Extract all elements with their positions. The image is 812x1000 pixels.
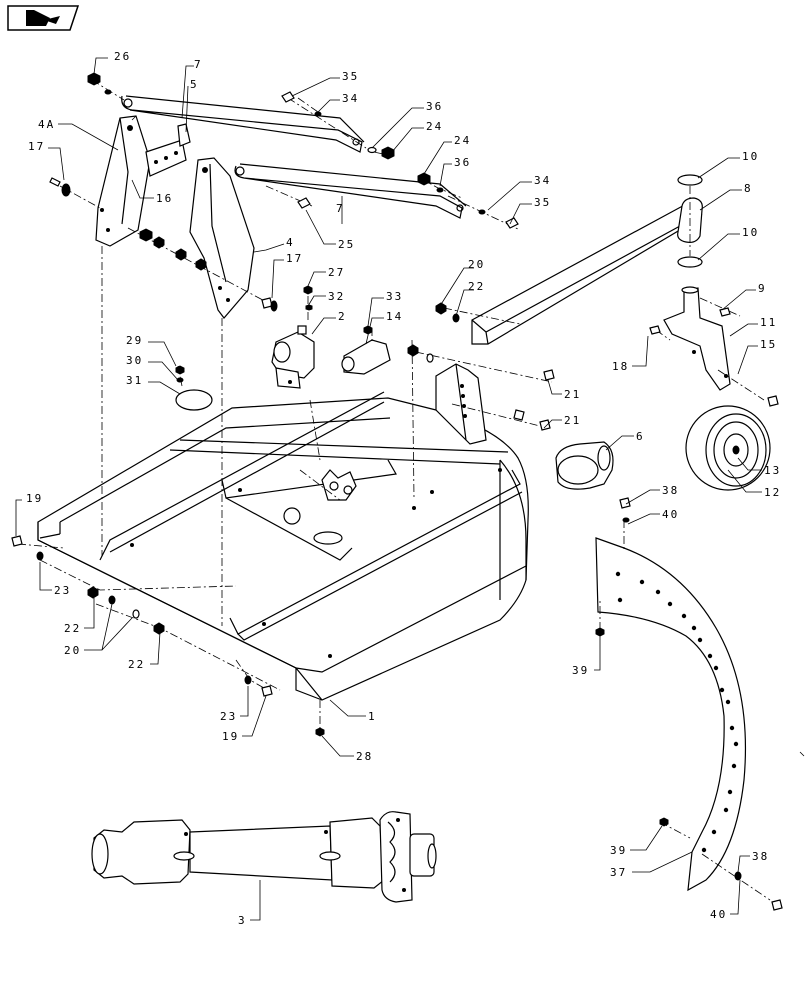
callout-40-upper: 40 — [662, 508, 679, 521]
tire-part-12 — [685, 405, 771, 491]
callout-20-upper: 20 — [468, 258, 485, 271]
page-nav-icon[interactable] — [7, 5, 80, 31]
callout-23-left: 23 — [54, 584, 71, 597]
callout-20-left: 20 — [64, 644, 81, 657]
callout-5: 5 — [190, 78, 199, 91]
callout-33: 33 — [386, 290, 403, 303]
callout-4: 4 — [286, 236, 295, 249]
callout-39-lower: 39 — [610, 844, 627, 857]
a-frame-right-part-4 — [189, 157, 255, 319]
callout-29: 29 — [126, 334, 143, 347]
deck-part-1 — [37, 363, 529, 701]
skid-shoe-part-37 — [595, 537, 747, 892]
callout-7-upper: 7 — [194, 58, 203, 71]
lower-brace-part-7 — [234, 163, 467, 219]
callout-21-lower: 21 — [564, 414, 581, 427]
wheel-yoke-part-11 — [663, 286, 731, 391]
callout-38-lower: 38 — [752, 850, 769, 863]
callout-labels: 26 7 5 35 34 36 24 24 36 4A 17 16 7 25 4… — [26, 50, 781, 927]
callout-16: 16 — [156, 192, 173, 205]
callout-36-upper: 36 — [426, 100, 443, 113]
callout-27: 27 — [328, 266, 345, 279]
callout-13: 13 — [764, 464, 781, 477]
callout-17-left: 17 — [28, 140, 45, 153]
edge-mark — [799, 751, 805, 757]
callout-35-lower: 35 — [534, 196, 551, 209]
callout-30: 30 — [126, 354, 143, 367]
callout-22-middle: 22 — [128, 658, 145, 671]
callout-34-upper: 34 — [342, 92, 359, 105]
leader-lines — [15, 57, 762, 921]
callout-10-upper: 10 — [742, 150, 759, 163]
callout-36-lower: 36 — [454, 156, 471, 169]
callout-15: 15 — [760, 338, 777, 351]
callout-19-left: 19 — [26, 492, 43, 505]
hardware-fasteners — [11, 72, 783, 911]
callout-2: 2 — [338, 310, 347, 323]
callout-40-lower: 40 — [710, 908, 727, 921]
callout-25: 25 — [338, 238, 355, 251]
callout-28: 28 — [356, 750, 373, 763]
callout-22-upper: 22 — [468, 280, 485, 293]
callout-35-upper: 35 — [342, 70, 359, 83]
a-frame-left-part-4A — [95, 115, 151, 247]
callout-11: 11 — [760, 316, 777, 329]
callout-3: 3 — [238, 914, 247, 927]
callout-12: 12 — [764, 486, 781, 499]
callout-17-right: 17 — [286, 252, 303, 265]
callout-4A: 4A — [38, 118, 55, 131]
callout-31: 31 — [126, 374, 143, 387]
callout-10-lower: 10 — [742, 226, 759, 239]
cover-plate-part-31 — [175, 389, 213, 411]
callout-9: 9 — [758, 282, 767, 295]
callout-14: 14 — [386, 310, 403, 323]
callout-1: 1 — [368, 710, 377, 723]
callout-21-upper: 21 — [564, 388, 581, 401]
callout-32: 32 — [328, 290, 345, 303]
clevis-plate-part-16 — [145, 123, 191, 177]
callout-18: 18 — [612, 360, 629, 373]
upper-brace-part-7 — [121, 95, 365, 153]
skid-shoe-holes — [615, 571, 739, 853]
callout-23-lower: 23 — [220, 710, 237, 723]
callout-6: 6 — [636, 430, 645, 443]
callout-7-lower: 7 — [336, 202, 345, 215]
callout-34-lower: 34 — [534, 174, 551, 187]
callout-26: 26 — [114, 50, 131, 63]
callout-39-upper: 39 — [572, 664, 589, 677]
gearbox-guard-part-14 — [341, 339, 391, 375]
spindle-housing-part-6 — [555, 441, 614, 490]
callout-19-lower: 19 — [222, 730, 239, 743]
callout-24-a: 24 — [426, 120, 443, 133]
callout-24-b: 24 — [454, 134, 471, 147]
driveline-part-3 — [91, 811, 437, 903]
callout-38-upper: 38 — [662, 484, 679, 497]
callout-8: 8 — [744, 182, 753, 195]
gearbox-part-2 — [271, 325, 315, 389]
callout-22-left: 22 — [64, 622, 81, 635]
callout-37: 37 — [610, 866, 627, 879]
